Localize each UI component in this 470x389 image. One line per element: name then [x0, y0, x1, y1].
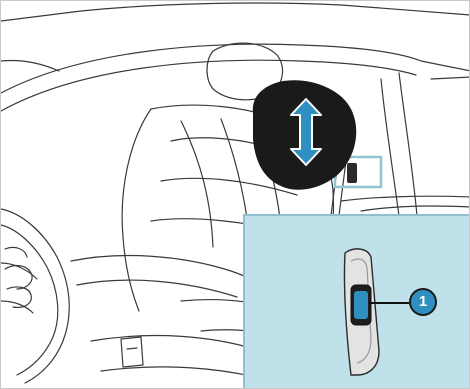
callout-number-1: 1	[410, 289, 436, 315]
roof-line	[1, 3, 470, 21]
window-sill	[341, 196, 470, 201]
driver-hand	[5, 247, 32, 307]
belt-buckle	[121, 337, 143, 367]
steering-wheel-rim	[1, 209, 69, 383]
b-pillar-front	[381, 79, 399, 216]
detail-inset	[244, 215, 470, 389]
door-frame-outer	[1, 44, 470, 93]
window-rear-edge	[431, 77, 470, 79]
b-pillar-rear	[399, 73, 417, 216]
windshield-pillar	[1, 60, 59, 71]
adjustment-direction-icon	[253, 80, 356, 190]
